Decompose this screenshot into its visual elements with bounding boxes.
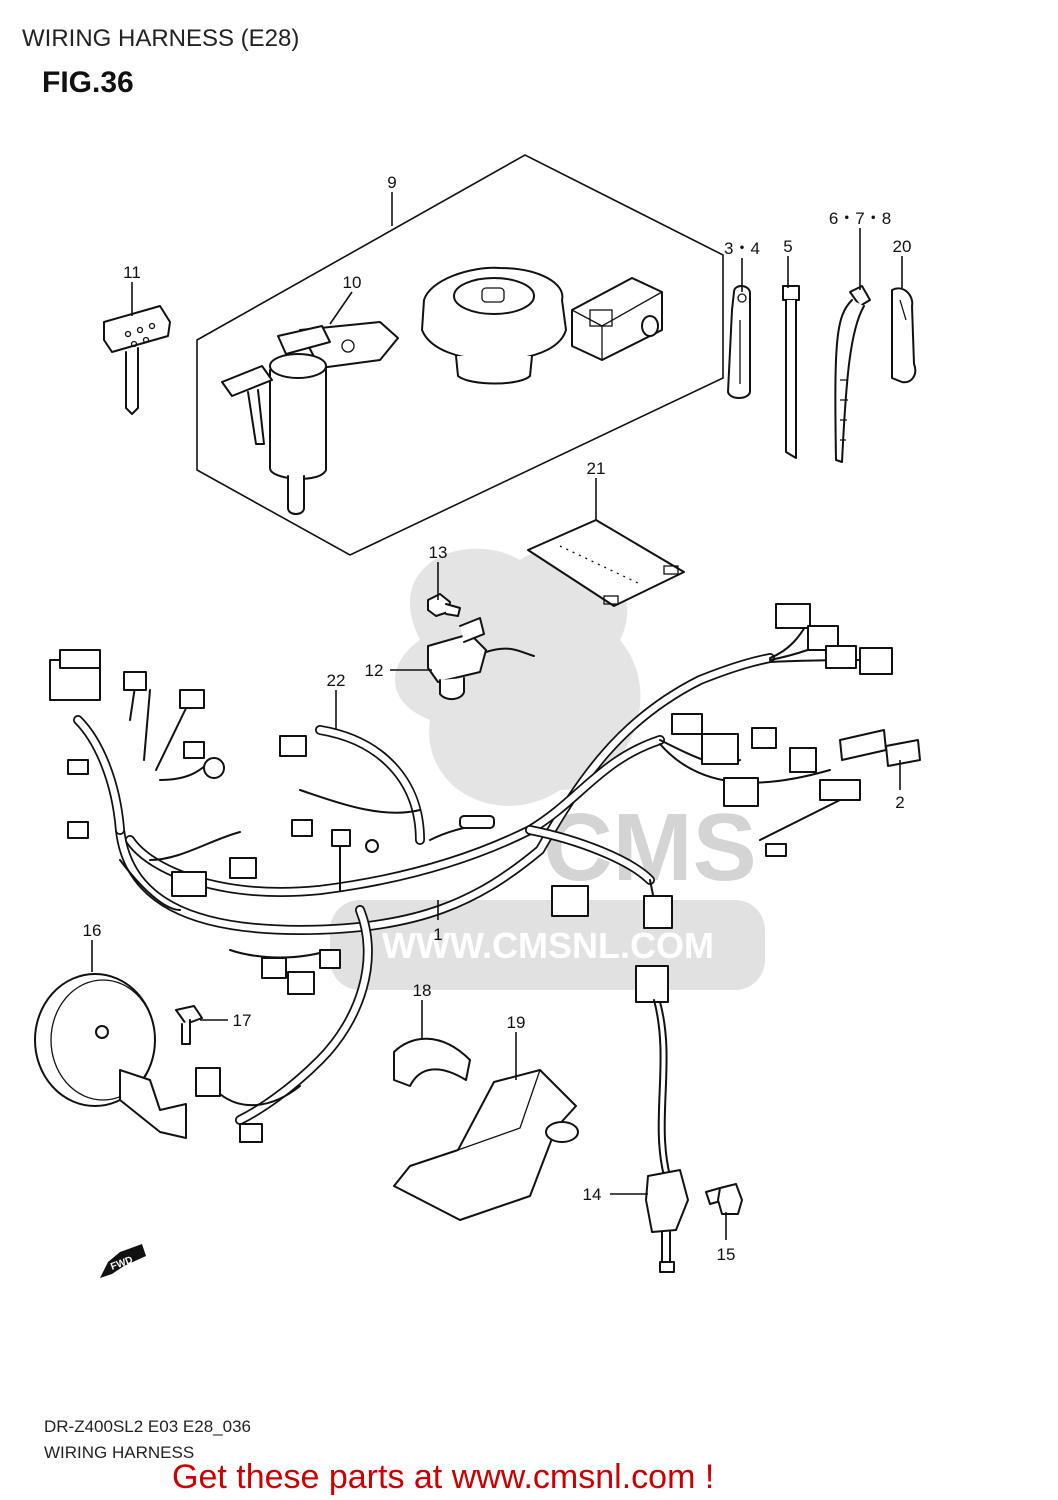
watermark-url: WWW.CMSNL.COM bbox=[382, 925, 714, 966]
key-11[interactable] bbox=[103, 305, 171, 415]
bracket-19[interactable] bbox=[393, 1069, 579, 1221]
holder-18[interactable] bbox=[393, 1037, 471, 1087]
clamp-3-4[interactable] bbox=[727, 285, 751, 399]
callout-22: 22 bbox=[327, 671, 346, 690]
callout-17: 17 bbox=[233, 1011, 252, 1030]
callout-14: 14 bbox=[583, 1185, 602, 1204]
harness-connectors bbox=[49, 603, 893, 995]
callout-6-7-8: 6・7・8 bbox=[829, 209, 891, 228]
callout-13: 13 bbox=[429, 543, 448, 562]
section-title: WIRING HARNESS (E28) bbox=[22, 25, 299, 52]
callout-10: 10 bbox=[343, 273, 362, 292]
bolt-17[interactable] bbox=[175, 1005, 203, 1045]
figure-number: FIG.36 bbox=[42, 66, 134, 99]
callout-labels: 9 10 11 3・4 5 6・7・8 20 21 13 12 22 2 1 1… bbox=[83, 173, 912, 1264]
cable-tie-5[interactable] bbox=[782, 285, 800, 459]
callout-5: 5 bbox=[783, 237, 792, 256]
connector-2[interactable] bbox=[839, 729, 921, 767]
fuel-cap[interactable] bbox=[421, 266, 567, 385]
model-code: DR-Z400SL2 E03 E28_036 bbox=[44, 1417, 251, 1436]
sensor-lead bbox=[635, 965, 671, 1177]
seat-lock[interactable] bbox=[571, 277, 663, 361]
callout-12: 12 bbox=[365, 661, 384, 680]
ignition-switch-10[interactable] bbox=[221, 321, 399, 515]
callout-21: 21 bbox=[587, 459, 606, 478]
leader-lines bbox=[91, 192, 903, 1240]
fwd-arrow-icon: FWD bbox=[100, 1244, 146, 1278]
promo-link[interactable]: Get these parts at www.cmsnl.com ! bbox=[172, 1458, 714, 1496]
bolt-15[interactable] bbox=[705, 1183, 743, 1215]
callout-1: 1 bbox=[433, 925, 442, 944]
callout-9: 9 bbox=[387, 173, 396, 192]
horn-lead bbox=[195, 1067, 301, 1143]
callout-20: 20 bbox=[893, 237, 912, 256]
switch-12[interactable] bbox=[427, 617, 535, 700]
callout-15: 15 bbox=[717, 1245, 736, 1264]
sensor-14[interactable] bbox=[645, 1169, 689, 1273]
bolt-13[interactable] bbox=[427, 593, 461, 617]
lock-set-kit-box bbox=[196, 154, 724, 556]
callout-19: 19 bbox=[507, 1013, 526, 1032]
callout-11: 11 bbox=[123, 263, 141, 282]
callout-2: 2 bbox=[895, 793, 904, 812]
callout-3-4: 3・4 bbox=[724, 239, 760, 258]
diagram-caption: WIRING HARNESS bbox=[44, 1443, 194, 1462]
fwd-label: FWD bbox=[109, 1255, 134, 1273]
callout-18: 18 bbox=[413, 981, 432, 1000]
horn-16[interactable] bbox=[34, 973, 187, 1139]
clamp-20[interactable] bbox=[891, 287, 917, 384]
label-sheet-21[interactable] bbox=[527, 519, 685, 607]
callout-16: 16 bbox=[83, 921, 102, 940]
band-6-7-8[interactable] bbox=[834, 285, 871, 463]
